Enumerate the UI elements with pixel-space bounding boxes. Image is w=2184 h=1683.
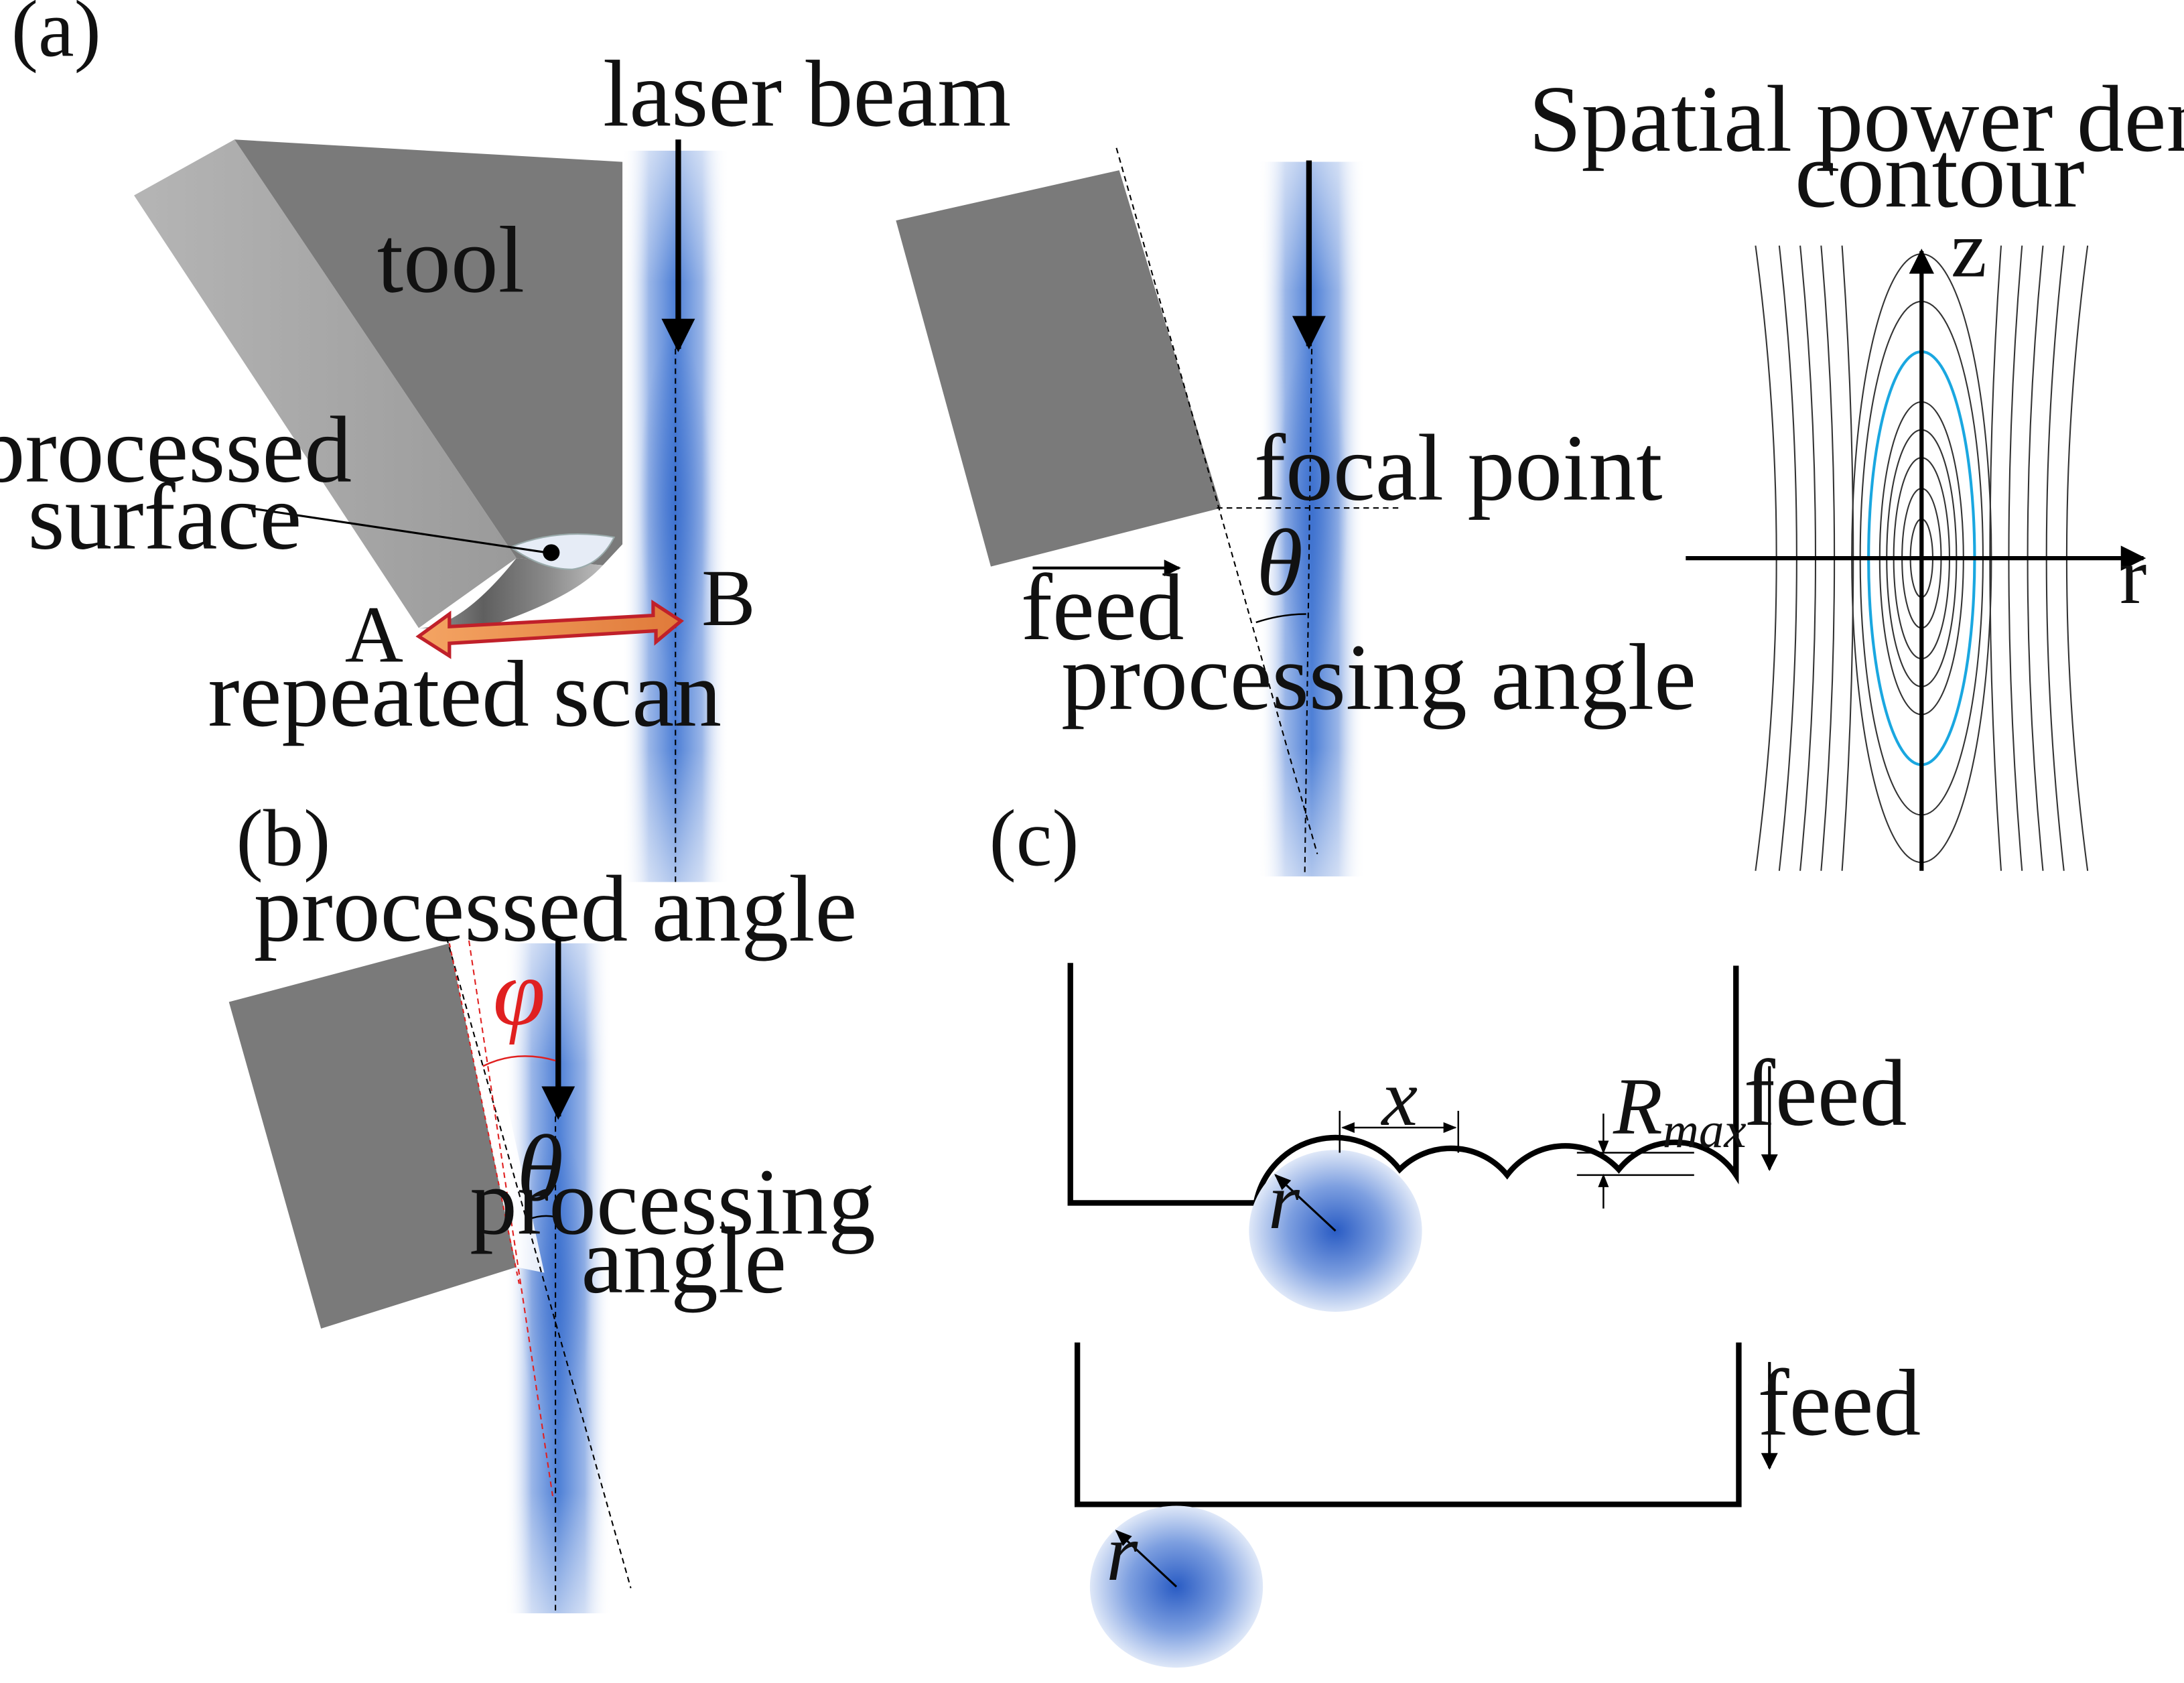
tool-label: tool xyxy=(377,207,525,312)
processing-angle-b-line1: processing xyxy=(470,1149,876,1254)
contour-title-line2: contour xyxy=(1795,122,2085,227)
processing-line-b xyxy=(446,937,632,1589)
feed-label-bottom: feed xyxy=(1758,1350,1921,1455)
phi-label: φ xyxy=(493,940,545,1045)
processing-angle-b-line2: angle xyxy=(581,1208,787,1313)
panel-b: (b) processed angle φ θ processing angle xyxy=(228,793,876,1613)
rmax-main: R xyxy=(1613,1061,1663,1151)
panel-a: (a) laser beam tool processed surface A … xyxy=(0,0,1696,882)
tool-angled-middle xyxy=(896,170,1221,567)
x-label: x xyxy=(1380,1053,1418,1143)
theta-arc-b xyxy=(527,1215,556,1221)
flat-groove xyxy=(1074,1342,1742,1507)
point-b-label: B xyxy=(701,553,756,643)
feed-label-middle: feed xyxy=(1021,555,1184,660)
radius-arrow-top xyxy=(1274,1174,1337,1232)
rmax-sub: max xyxy=(1663,1103,1747,1158)
laser-beam-b xyxy=(505,943,612,1613)
repeated-scan-label: repeated scan xyxy=(208,641,722,746)
point-a-label: A xyxy=(345,590,403,679)
theta-label-middle: θ xyxy=(1256,510,1303,615)
scalloped-groove xyxy=(1067,963,1739,1206)
processed-surface-line2: surface xyxy=(27,464,301,569)
r-axis-label: r xyxy=(2120,531,2146,621)
processed-surface-line1: processed xyxy=(0,397,352,502)
tool-3d xyxy=(134,139,623,631)
z-axis-label: z xyxy=(1951,204,1987,294)
tool-angled-b xyxy=(228,943,517,1329)
theta-arc-middle xyxy=(1255,613,1306,624)
contour-title-line1: Spatial power density xyxy=(1529,66,2184,172)
contour-panel: Spatial power density contour z xyxy=(1529,66,2184,871)
processing-line-middle xyxy=(1115,147,1318,855)
processed-gap xyxy=(449,943,545,1273)
panel-b-label: (b) xyxy=(236,793,331,883)
focal-point-label: focal point xyxy=(1254,415,1663,521)
scan-double-arrow-icon xyxy=(415,600,684,659)
phi-arc xyxy=(482,1055,556,1067)
feed-label-top: feed xyxy=(1744,1040,1907,1146)
r-label-top: r xyxy=(1268,1156,1300,1246)
r-label-bottom: r xyxy=(1106,1508,1138,1598)
rmax-label: Rmax xyxy=(1613,1061,1747,1158)
panel-c-label: (c) xyxy=(989,793,1079,883)
laser-beam-label: laser beam xyxy=(603,41,1011,146)
processed-surface-leader xyxy=(248,507,547,554)
processing-angle-label: processing angle xyxy=(1061,624,1696,730)
panel-a-label: (a) xyxy=(11,0,101,74)
panel-c: (c) r x Rmax feed r feed xyxy=(989,793,1921,1668)
theta-label-b: θ xyxy=(517,1116,563,1221)
radius-arrow-bottom xyxy=(1115,1530,1178,1588)
